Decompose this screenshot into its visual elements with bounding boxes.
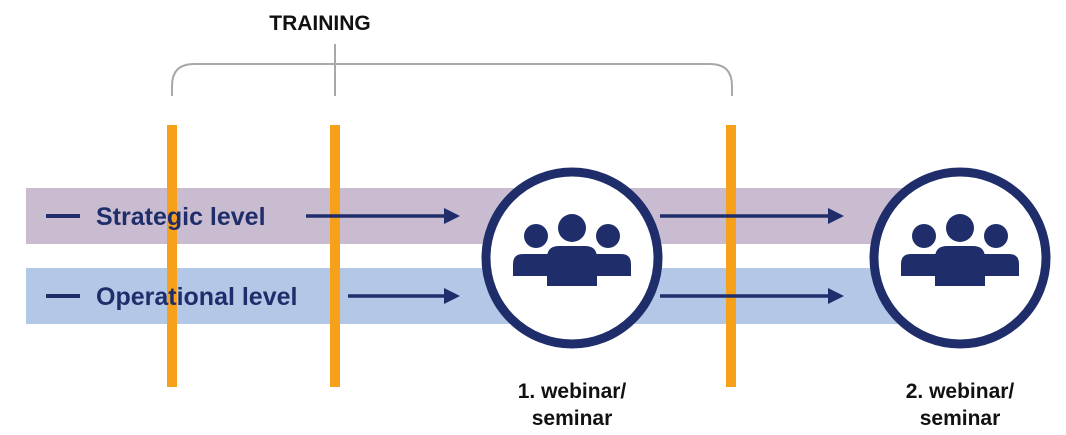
meeting-2-caption-line1: 2. webinar/ [906,380,1015,403]
training-bracket [171,63,733,96]
meeting-2 [869,167,1051,349]
strategic-level-label: Strategic level [96,203,266,231]
meeting-1-caption-line1: 1. webinar/ [518,380,627,403]
people-group-icon [513,214,631,286]
people-group-icon [901,214,1019,286]
strategic-arrow-1 [306,208,460,224]
operational-arrow-2 [660,288,844,304]
training-marker [167,125,177,387]
operational-level-label: Operational level [96,283,297,311]
training-marker [330,125,340,387]
meeting-1-caption-line2: seminar [532,407,613,430]
training-marker [726,125,736,387]
meeting-1 [481,167,663,349]
meeting-2-caption-line2: seminar [920,407,1001,430]
operational-arrow-1 [348,288,460,304]
training-title: TRAINING [269,12,371,35]
strategic-arrow-2 [660,208,844,224]
